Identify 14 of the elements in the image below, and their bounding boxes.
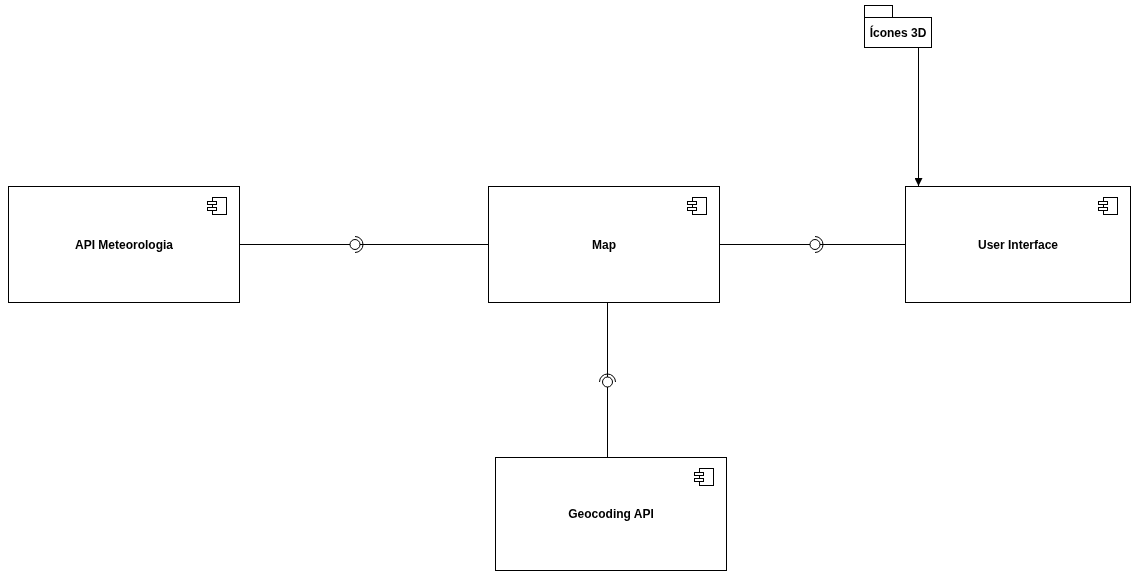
connector-line [607,302,608,458]
component-name: Map [592,237,616,252]
component-box [8,186,240,303]
component-name: Ícones 3D [869,25,927,40]
component-name: API Meteorologia [75,237,173,252]
component-box [905,186,1131,303]
connector-line [239,244,489,245]
component-name: Geocoding API [568,507,654,521]
connector-line [719,244,906,245]
component-box [495,457,727,571]
package-shape [864,5,932,48]
component-box [488,186,720,303]
component-name: User Interface [977,237,1058,252]
arrow [914,47,923,187]
